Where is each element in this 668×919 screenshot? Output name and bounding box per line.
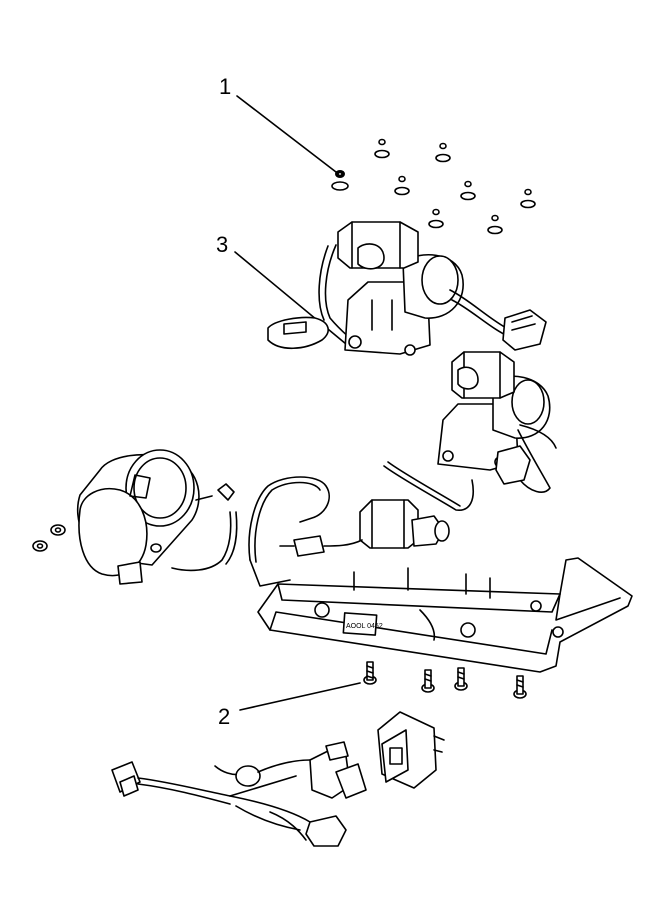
upper-compressor-assembly xyxy=(267,221,547,356)
nut-washer xyxy=(394,175,410,196)
bolt-group xyxy=(363,661,527,699)
solenoid-valve-block xyxy=(279,499,450,557)
leader-line-2 xyxy=(239,682,361,711)
nut-washer xyxy=(428,208,444,229)
nut-washer xyxy=(32,540,48,552)
bolt xyxy=(421,669,435,693)
panel-label: AOOL 0452 xyxy=(346,623,383,630)
nut-washer-group xyxy=(331,138,536,235)
bolt xyxy=(454,667,468,691)
relay-module xyxy=(377,711,445,789)
wiring-harness xyxy=(111,741,367,847)
nut-washer xyxy=(520,188,536,209)
mounting-bracket: AOOL 0452 xyxy=(257,557,633,673)
air-lines xyxy=(248,461,474,587)
nut-washer xyxy=(460,180,476,201)
nut-washer xyxy=(487,214,503,235)
lower-compressor-assembly xyxy=(437,351,557,493)
nut-washer xyxy=(331,170,349,191)
bolt xyxy=(513,675,527,699)
nut-washer xyxy=(435,142,451,163)
bolt xyxy=(363,661,377,685)
callout-2: 2 xyxy=(218,704,230,729)
leader-line-1 xyxy=(236,95,337,173)
nut-washer xyxy=(374,138,390,159)
callout-1: 1 xyxy=(219,74,231,99)
callout-3: 3 xyxy=(216,232,228,257)
air-dryer-canister xyxy=(32,449,238,585)
nut-washer xyxy=(50,524,66,536)
